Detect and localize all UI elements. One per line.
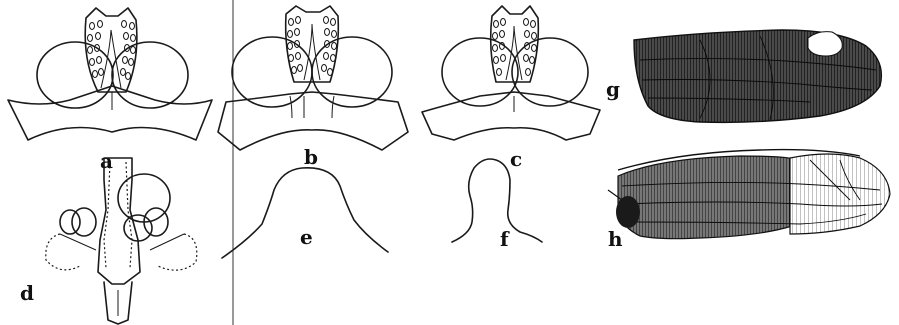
figure-g-wing xyxy=(634,30,881,122)
figure-a-head xyxy=(8,8,212,140)
figure-f-outline xyxy=(452,159,542,242)
label-g: g xyxy=(606,77,620,101)
label-e: e xyxy=(300,225,313,249)
label-f: f xyxy=(500,227,510,251)
label-a: a xyxy=(100,149,113,173)
figure-h-wing xyxy=(608,150,890,239)
label-d: d xyxy=(20,281,34,305)
figure-c-head xyxy=(422,6,600,140)
label-h: h xyxy=(608,227,623,251)
label-c: c xyxy=(510,147,522,171)
figure-b-head xyxy=(218,6,408,150)
figure-d-body xyxy=(46,158,197,324)
label-b: b xyxy=(304,145,318,169)
